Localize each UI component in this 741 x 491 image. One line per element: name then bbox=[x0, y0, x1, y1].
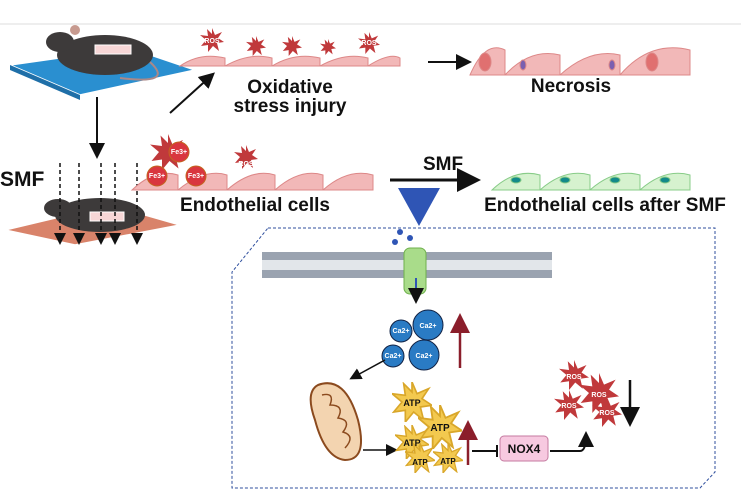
control-mouse bbox=[7, 25, 198, 100]
arrow-to-injury bbox=[169, 72, 215, 114]
ca-label: Ca2+ bbox=[385, 353, 402, 360]
smf-arrow-label: SMF bbox=[423, 154, 463, 175]
calcium-influx-dots bbox=[392, 229, 413, 245]
arrow-to-mitochondria bbox=[349, 359, 386, 380]
iron-ions bbox=[146, 141, 207, 187]
ros-label: ROS bbox=[566, 374, 582, 381]
endothelial-after-label: Endothelial cells after SMF bbox=[484, 195, 726, 216]
atp-label: ATP bbox=[440, 457, 456, 466]
necrosis-label: Necrosis bbox=[531, 76, 611, 97]
ros-label: ROS bbox=[238, 161, 254, 168]
nox4-label: NOX4 bbox=[508, 442, 541, 456]
atp-label: ATP bbox=[412, 458, 428, 467]
necrotic-cells bbox=[469, 47, 691, 76]
ca-label: Ca2+ bbox=[416, 353, 433, 360]
endothelial-label: Endothelial cells bbox=[180, 195, 330, 216]
smf-label: SMF bbox=[0, 168, 45, 191]
fe-label: Fe3+ bbox=[149, 173, 165, 180]
zoom-triangle bbox=[398, 188, 440, 226]
ros-label: ROS bbox=[591, 392, 607, 399]
atp-label: ATP bbox=[430, 423, 450, 434]
atp-label: ATP bbox=[403, 438, 420, 448]
ros-label: ROS bbox=[599, 410, 615, 417]
magnetic-field-lines bbox=[54, 163, 143, 245]
fe-label: Fe3+ bbox=[171, 149, 187, 156]
mechanism-box bbox=[231, 227, 716, 489]
after-smf-cells bbox=[490, 172, 691, 191]
ros-label: ROS bbox=[361, 40, 377, 47]
smf-mouse bbox=[4, 198, 181, 246]
ros-stars-top bbox=[200, 28, 380, 56]
ca-label: Ca2+ bbox=[393, 328, 410, 335]
ca-label: Ca2+ bbox=[420, 323, 437, 330]
endothelial-cells-row bbox=[130, 172, 374, 191]
arrow-to-ros bbox=[550, 431, 594, 452]
oxidative-label-1: Oxidative bbox=[247, 77, 333, 98]
calcium-ions bbox=[381, 309, 444, 371]
ros-label: ROS bbox=[561, 403, 577, 410]
nox4-box bbox=[499, 435, 549, 462]
oxidative-label-2: stress injury bbox=[234, 96, 347, 117]
fe-label: Fe3+ bbox=[188, 173, 204, 180]
ros-label: ROS bbox=[204, 38, 220, 45]
atp-label: ATP bbox=[403, 398, 420, 408]
mitochondrion bbox=[309, 382, 362, 462]
injured-cells-row bbox=[178, 55, 401, 67]
